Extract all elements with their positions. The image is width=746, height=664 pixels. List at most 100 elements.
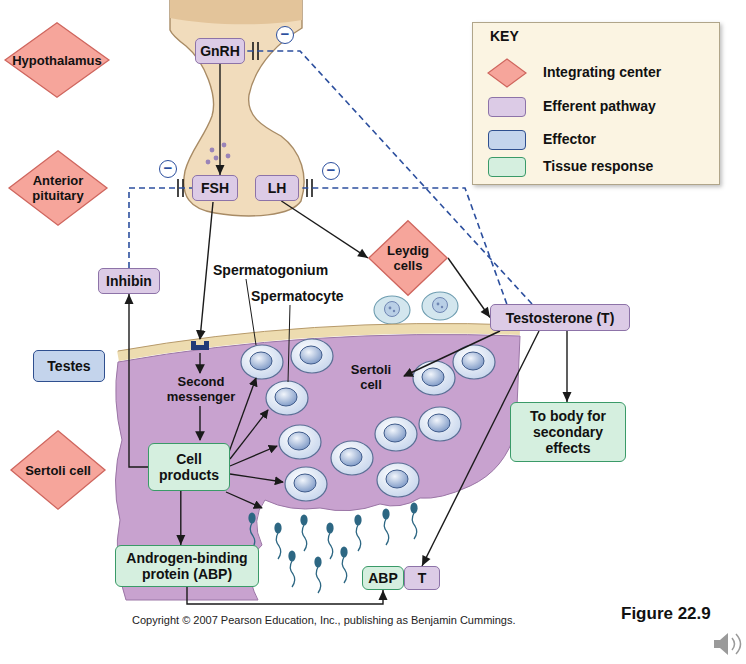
sperm xyxy=(326,523,333,560)
diamond-shape xyxy=(11,431,105,509)
product-arrow xyxy=(230,474,283,482)
connector-line xyxy=(281,201,368,258)
node-text: Inhibin xyxy=(100,273,158,289)
arrow-head xyxy=(216,165,225,175)
germ-cell xyxy=(377,463,419,497)
node-text: Cell products xyxy=(151,451,227,483)
diamond-shape xyxy=(5,23,109,97)
node-text: Anterior pituitary xyxy=(22,173,94,203)
response-box: To body for secondary effects xyxy=(510,402,626,462)
connector-line xyxy=(448,258,490,318)
node-text: GnRH xyxy=(197,43,243,59)
flow-connector xyxy=(216,64,225,175)
hormone-granule xyxy=(226,154,231,159)
sperm xyxy=(274,523,281,560)
node-text: T xyxy=(406,570,438,586)
copyright-note: Copyright © 2007 Pearson Education, Inc.… xyxy=(132,614,516,627)
legend-title: KEY xyxy=(490,28,519,44)
inhibition-connector xyxy=(299,188,507,304)
germ-cell xyxy=(413,361,455,395)
legend-swatch xyxy=(488,97,526,117)
connector-line xyxy=(180,491,181,545)
process-label: Second messenger xyxy=(158,374,244,404)
integrating-center: Leydig cells xyxy=(368,220,448,296)
sperm xyxy=(248,513,255,550)
legend-text: Tissue response xyxy=(543,158,653,175)
sperm xyxy=(340,547,347,584)
diamond-shape xyxy=(9,151,107,225)
connector-line xyxy=(129,188,192,268)
legend-text: Effector xyxy=(543,131,596,148)
flow-connector xyxy=(563,331,572,402)
hormone-granule xyxy=(214,156,219,161)
hormone-box: Inhibin xyxy=(98,268,160,294)
sperm xyxy=(300,515,307,552)
flow-connector xyxy=(187,587,388,604)
node-label: Leydig cells xyxy=(378,243,438,273)
product-arrow xyxy=(226,492,262,508)
legend-row: Effector xyxy=(473,126,721,154)
inhibition-sign: − xyxy=(322,162,340,180)
sperm xyxy=(410,503,417,540)
node-label: Testosterone (T) xyxy=(493,310,627,326)
legend-swatch xyxy=(488,157,526,177)
flow-connector xyxy=(281,201,368,258)
sperm xyxy=(314,557,321,594)
leader-line xyxy=(288,305,290,382)
node-label: ABP xyxy=(364,570,402,586)
node-text: Androgen-binding protein (ABP) xyxy=(118,550,256,582)
sperm xyxy=(288,551,295,588)
response-box: ABP xyxy=(362,566,404,590)
sperm xyxy=(354,515,361,552)
arrow-head xyxy=(422,555,430,566)
speaker-waves xyxy=(732,634,741,654)
node-text: Hypothalamus xyxy=(7,53,107,68)
connector-line xyxy=(187,587,383,604)
arrow-head xyxy=(357,249,368,258)
response-box: Cell products xyxy=(148,443,230,491)
inhibition-bar xyxy=(178,179,183,197)
flow-connector xyxy=(176,491,185,545)
hormone-granule xyxy=(222,143,227,148)
germ-cell xyxy=(331,441,373,475)
node-text: LH xyxy=(257,180,297,196)
node-label: Anterior pituitary xyxy=(22,173,94,203)
germ-cell xyxy=(241,345,283,379)
legend-text: Integrating center xyxy=(543,64,661,81)
product-arrow xyxy=(230,446,277,466)
legend-row: Efferent pathway xyxy=(473,93,721,121)
node-text: Leydig cells xyxy=(378,243,438,273)
integrating-center: Hypothalamus xyxy=(4,22,110,98)
node-text: Testes xyxy=(36,358,102,374)
response-box: Androgen-binding protein (ABP) xyxy=(115,545,259,587)
node-text: Testosterone (T) xyxy=(493,310,627,326)
legend-swatch xyxy=(488,59,526,87)
hormone-box: GnRH xyxy=(195,38,245,64)
leydig-cell xyxy=(374,296,410,324)
node-label: To body for secondary effects xyxy=(513,408,623,456)
flow-connector xyxy=(125,294,149,467)
integrating-center: Anterior pituitary xyxy=(8,150,108,226)
inhibition-bar xyxy=(307,179,312,197)
hormone-granule xyxy=(206,160,211,165)
signal-arrow xyxy=(199,406,200,440)
integrating-center: Sertoli cell xyxy=(10,430,106,510)
cell-label: Sertoli cell xyxy=(340,362,402,392)
cell-label: Spermatocyte xyxy=(251,288,344,304)
leydig-cell xyxy=(422,292,458,320)
arrow-head xyxy=(563,392,572,402)
diamond-shape xyxy=(369,221,447,295)
node-label: Testes xyxy=(36,358,102,374)
flow-connector xyxy=(448,258,490,318)
node-label: Cell products xyxy=(151,451,227,483)
hormone-box: Testosterone (T) xyxy=(490,304,630,331)
node-text: To body for secondary effects xyxy=(513,408,623,456)
connector-line xyxy=(566,331,567,402)
node-label: T xyxy=(406,570,438,586)
hormone-box: FSH xyxy=(192,175,238,201)
germ-cell xyxy=(375,417,417,451)
node-text: ABP xyxy=(364,570,402,586)
germ-cell xyxy=(266,381,308,415)
connector-line xyxy=(219,64,220,175)
